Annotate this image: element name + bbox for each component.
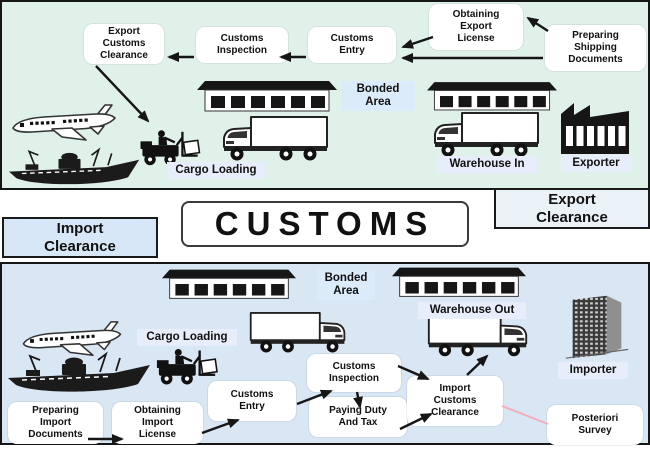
- warehouse-icon: [197, 81, 337, 112]
- customs-title: CUSTOMS: [181, 201, 469, 247]
- obtaining-import-license-box: Obtaining Import License: [112, 402, 203, 444]
- airplane-icon: [10, 103, 118, 145]
- ship-icon: [4, 146, 146, 190]
- customs-inspection-box-import: Customs Inspection: [307, 354, 401, 392]
- paying-duty-and-tax-box: Paying Duty And Tax: [309, 397, 407, 437]
- airplane-icon: [20, 320, 124, 360]
- customs-inspection-box-export: Customs Inspection: [196, 27, 288, 63]
- import-clearance-title: Import Clearance: [2, 217, 158, 258]
- cargo-loading-label-import: Cargo Loading: [137, 329, 237, 346]
- preparing-shipping-documents-box: Preparing Shipping Documents: [545, 25, 646, 71]
- ship-icon: [6, 350, 154, 398]
- customs-entry-box-export: Customs Entry: [308, 27, 396, 63]
- truck-icon: [431, 110, 541, 158]
- export-customs-clearance-box: Export Customs Clearance: [84, 24, 164, 64]
- forklift-icon: [155, 346, 221, 388]
- export-clearance-title: Export Clearance: [494, 188, 650, 229]
- forklift-icon: [137, 128, 205, 168]
- bonded-area-label-import: Bonded Area: [317, 270, 375, 300]
- warehouse-icon: [162, 269, 296, 300]
- office-building-icon: [563, 288, 631, 364]
- warehouse-icon: [392, 267, 526, 298]
- posteriori-survey-box: Posteriori Survey: [547, 405, 643, 445]
- truck-icon: [248, 308, 348, 356]
- cargo-loading-label-export: Cargo Loading: [167, 162, 265, 179]
- customs-entry-box-import: Customs Entry: [208, 381, 296, 421]
- preparing-import-documents-box: Preparing Import Documents: [8, 402, 103, 444]
- importer-label: Importer: [558, 362, 628, 379]
- obtaining-export-license-box: Obtaining Export License: [429, 4, 523, 50]
- factory-icon: [558, 98, 632, 156]
- exporter-label: Exporter: [561, 155, 631, 172]
- warehouse-icon: [427, 81, 557, 112]
- import-customs-clearance-box: Import Customs Clearance: [407, 376, 503, 426]
- warehouse-in-label: Warehouse In: [437, 156, 537, 173]
- warehouse-out-label: Warehouse Out: [418, 302, 526, 319]
- bonded-area-label-export: Bonded Area: [341, 81, 415, 111]
- truck-icon: [426, 311, 530, 359]
- truck-icon: [220, 114, 330, 162]
